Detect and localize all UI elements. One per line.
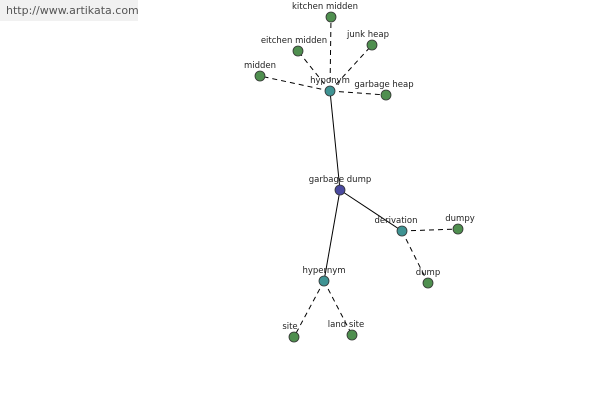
node-label-kitchen-midden-1[interactable]: kitchen midden <box>292 2 358 12</box>
node-label-root[interactable]: garbage dump <box>309 175 372 185</box>
node-label-land-site[interactable]: land site <box>328 320 364 330</box>
node-hypernym[interactable] <box>318 275 330 287</box>
node-label-dumpy[interactable]: dumpy <box>445 214 475 224</box>
site-url[interactable]: http://www.artikata.com <box>0 0 139 21</box>
node-midden[interactable] <box>254 70 266 82</box>
edge-hypernym-land-site <box>323 280 353 336</box>
edge-derivation-dump <box>401 230 429 284</box>
edge-root-derivation <box>339 189 403 232</box>
node-site[interactable] <box>288 331 300 343</box>
edge-derivation-dumpy <box>401 228 459 232</box>
node-label-hypernym[interactable]: hypernym <box>302 266 345 276</box>
graph-nodes <box>254 11 464 343</box>
node-label-garbage-heap[interactable]: garbage heap <box>354 80 413 90</box>
node-label-kitchen-midden-2[interactable]: eitchen midden <box>261 36 327 46</box>
edge-root-hyponym <box>329 90 341 191</box>
node-hyponym[interactable] <box>324 85 336 97</box>
edge-hyponym-midden <box>259 75 331 92</box>
node-land-site[interactable] <box>346 329 358 341</box>
edge-hyponym-kitchen-midden-1 <box>329 16 332 92</box>
node-label-midden[interactable]: midden <box>244 61 276 71</box>
node-dump[interactable] <box>422 277 434 289</box>
node-label-derivation[interactable]: derivation <box>374 216 417 226</box>
node-derivation[interactable] <box>396 225 408 237</box>
node-label-junk-heap[interactable]: junk heap <box>346 30 389 40</box>
node-label-site[interactable]: site <box>282 322 297 332</box>
node-kitchen-midden-2[interactable] <box>292 45 304 57</box>
node-label-dump[interactable]: dump <box>416 268 440 278</box>
edge-hyponym-garbage-heap <box>329 90 387 96</box>
edge-hyponym-junk-heap <box>329 44 373 92</box>
graph-labels: garbage dump hyponym derivation hypernym kit… <box>244 2 475 332</box>
node-garbage-heap[interactable] <box>380 89 392 101</box>
edge-hypernym-site <box>293 280 325 338</box>
node-dumpy[interactable] <box>452 223 464 235</box>
node-label-hyponym[interactable]: hyponym <box>310 76 350 86</box>
graph-edges <box>259 16 459 338</box>
node-junk-heap[interactable] <box>366 39 378 51</box>
node-root[interactable] <box>334 184 346 196</box>
node-kitchen-midden-1[interactable] <box>325 11 337 23</box>
edge-root-hypernym <box>323 189 341 282</box>
